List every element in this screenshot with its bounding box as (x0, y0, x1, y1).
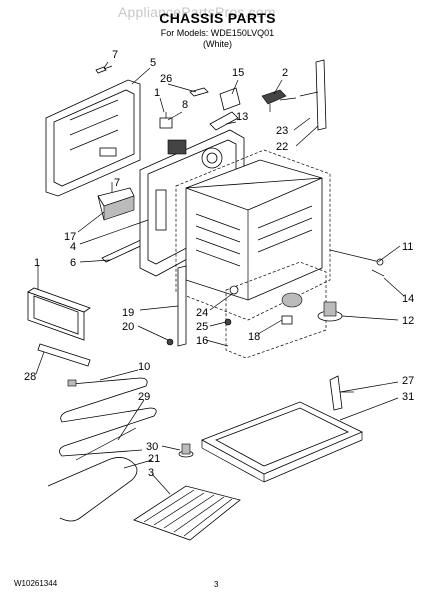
screw-24 (229, 285, 239, 295)
vent-13 (209, 111, 239, 131)
oven-bottom-31 (201, 401, 363, 483)
broil-element-10 (59, 377, 157, 457)
callout-24: 24 (196, 307, 208, 319)
callout-3: 3 (148, 467, 154, 479)
model-line: For Models: WDE150LVQ01 (160, 28, 275, 38)
right-rail (299, 59, 327, 131)
callout-labels: 7 5 26 15 2 8 1 13 23 22 7 17 4 6 11 1 1… (24, 49, 414, 479)
callout-19: 19 (122, 307, 134, 319)
leveling-foot-12 (317, 301, 343, 322)
screw-20 (166, 338, 174, 346)
callout-1: 1 (34, 257, 40, 269)
callout-10: 10 (138, 361, 150, 373)
callout-30: 30 (146, 441, 158, 453)
callout-20: 20 (122, 321, 134, 333)
callout-29: 29 (138, 391, 150, 403)
bake-element-21 (47, 457, 138, 522)
callout-14: 14 (402, 293, 414, 305)
callout-16: 16 (196, 335, 208, 347)
rear-panel (45, 79, 141, 197)
callout-7-top: 7 (112, 49, 118, 61)
front-trim-19 (177, 265, 187, 347)
callout-7-lower: 7 (114, 177, 120, 189)
strip-28 (37, 343, 91, 367)
rod-11 (329, 249, 384, 266)
callout-13: 13 (236, 111, 248, 123)
color-line: (White) (203, 39, 232, 49)
callout-15: 15 (232, 67, 244, 79)
callout-23: 23 (276, 125, 288, 137)
callout-5: 5 (150, 57, 156, 69)
callout-18: 18 (248, 331, 260, 343)
callout-25: 25 (196, 321, 208, 333)
callout-11: 11 (402, 241, 413, 253)
terminal-block-2 (261, 89, 297, 112)
screw-7-top (95, 65, 113, 74)
callout-31: 31 (402, 391, 414, 403)
callout-26: 26 (160, 73, 172, 85)
document-id: W10261344 (14, 579, 58, 588)
page-number: 3 (214, 580, 219, 589)
callout-4: 4 (70, 241, 76, 253)
callout-21: 21 (148, 453, 160, 465)
foot-30 (178, 443, 194, 458)
callout-6: 6 (70, 257, 76, 269)
part-8 (159, 112, 173, 129)
part-26 (189, 87, 209, 97)
page-title: CHASSIS PARTS (159, 10, 276, 26)
callout-8: 8 (182, 99, 188, 111)
access-panel-1 (27, 287, 91, 341)
callout-17: 17 (64, 231, 76, 243)
lower-frame (225, 261, 327, 359)
callout-1-top: 1 (154, 87, 160, 99)
callout-27: 27 (402, 375, 414, 387)
leader-lines (35, 61, 405, 495)
bracket-17 (97, 187, 135, 221)
callout-2: 2 (282, 67, 288, 79)
callout-28: 28 (24, 371, 36, 383)
screw-14 (371, 269, 385, 277)
callout-22: 22 (276, 141, 288, 153)
watermark: AppliancePartsPros.com (118, 4, 276, 20)
strip-29 (75, 427, 137, 461)
oven-rack-3 (133, 485, 241, 541)
callout-12: 12 (402, 315, 414, 327)
bracket-27 (329, 375, 354, 411)
bracket-15 (219, 87, 241, 111)
